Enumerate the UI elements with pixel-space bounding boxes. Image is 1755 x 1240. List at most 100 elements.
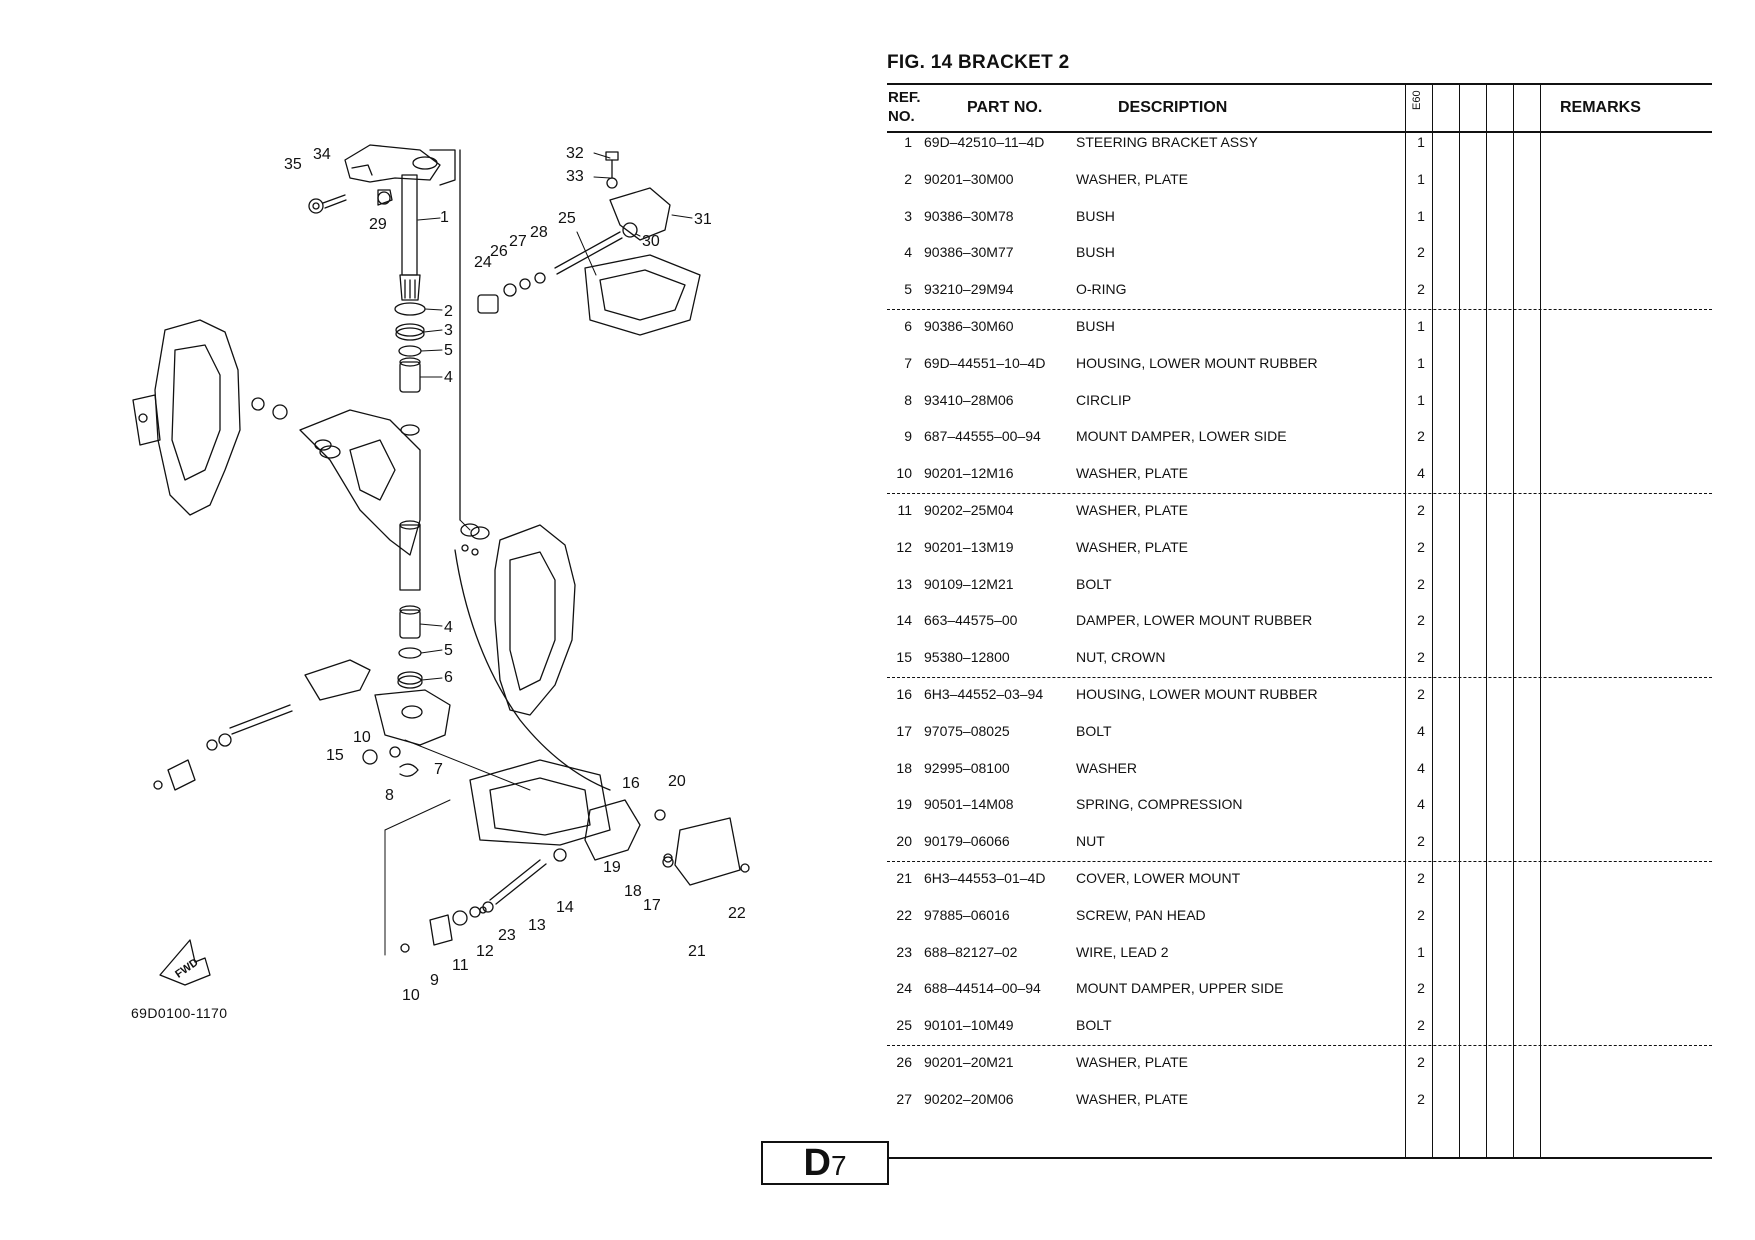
- callout-11: 11: [452, 957, 469, 974]
- callout-17: 17: [643, 897, 661, 914]
- ref-no-cell: 25: [896, 1017, 912, 1033]
- col-divider: [1486, 83, 1488, 1157]
- description-cell: CIRCLIP: [1076, 392, 1132, 408]
- quantity-cell: 2: [1417, 833, 1425, 849]
- figure-title: FIG. 14 BRACKET 2: [887, 52, 1070, 73]
- callout-5: 5: [444, 642, 453, 659]
- fwd-arrow: [159, 939, 211, 986]
- description-cell: WASHER, PLATE: [1076, 539, 1189, 555]
- callout-30: 30: [642, 233, 660, 250]
- header-part-no: PART NO.: [967, 99, 1043, 116]
- header-remarks: REMARKS: [1560, 99, 1641, 116]
- description-cell: HOUSING, LOWER MOUNT RUBBER: [1076, 355, 1318, 371]
- ref-no-cell: 9: [904, 428, 912, 444]
- part-no-cell: 663–44575–00: [924, 612, 1018, 628]
- description-cell: SPRING, COMPRESSION: [1076, 796, 1243, 812]
- ref-no-cell: 19: [896, 796, 912, 812]
- ref-no-cell: 16: [896, 686, 912, 702]
- description-cell: HOUSING, LOWER MOUNT RUBBER: [1076, 686, 1318, 702]
- quantity-cell: 2: [1417, 649, 1425, 665]
- part-no-cell: 90202–20M06: [924, 1091, 1014, 1107]
- description-cell: STEERING BRACKET ASSY: [1076, 134, 1258, 150]
- exploded-parts-diagram: 1 2 3 5 4 4 5 6 7 8 9 10 10 11 12 13 14 …: [132, 144, 750, 1004]
- callout-18: 18: [624, 883, 642, 900]
- quantity-cell: 4: [1417, 796, 1425, 812]
- callout-35: 35: [284, 156, 302, 173]
- lower-mount-housing: [153, 659, 451, 791]
- col-divider: [1432, 83, 1434, 1157]
- quantity-cell: 1: [1417, 392, 1425, 408]
- callout-16: 16: [622, 775, 640, 792]
- ref-no-cell: 22: [896, 907, 912, 923]
- callout-25: 25: [558, 210, 576, 227]
- page-letter: D: [803, 1142, 831, 1184]
- quantity-cell: 1: [1417, 171, 1425, 187]
- callout-7: 7: [434, 761, 443, 778]
- callout-31: 31: [694, 211, 712, 228]
- page-number-box: D7: [761, 1141, 889, 1185]
- group-separator: [887, 1045, 1712, 1046]
- part-no-cell: 92995–08100: [924, 760, 1010, 776]
- description-cell: SCREW, PAN HEAD: [1076, 907, 1206, 923]
- description-cell: NUT, CROWN: [1076, 649, 1166, 665]
- description-cell: BUSH: [1076, 208, 1115, 224]
- callout-22: 22: [728, 905, 746, 922]
- ref-no-cell: 13: [896, 576, 912, 592]
- swivel-bracket: [299, 409, 421, 556]
- part-no-cell: 93410–28M06: [924, 392, 1014, 408]
- ref-no-cell: 20: [896, 833, 912, 849]
- description-cell: WASHER, PLATE: [1076, 465, 1189, 481]
- callout-29: 29: [369, 216, 387, 233]
- table-bottom-rule: [887, 1157, 1712, 1159]
- quantity-cell: 2: [1417, 1054, 1425, 1070]
- group-separator: [887, 861, 1712, 862]
- callout-15: 15: [326, 747, 344, 764]
- part-no-cell: 90386–30M77: [924, 244, 1014, 260]
- header-model: E60: [1411, 90, 1423, 110]
- quantity-cell: 2: [1417, 244, 1425, 260]
- upper-mount-parts: [477, 151, 701, 336]
- quantity-cell: 1: [1417, 208, 1425, 224]
- ref-no-cell: 5: [904, 281, 912, 297]
- assembly-guide-lines: [384, 519, 531, 956]
- part-no-cell: 69D–42510–11–4D: [924, 134, 1045, 150]
- part-no-cell: 90386–30M78: [924, 208, 1014, 224]
- callout-26: 26: [490, 243, 508, 260]
- ref-no-cell: 24: [896, 980, 912, 996]
- callout-20: 20: [668, 773, 686, 790]
- callout-24: 24: [474, 254, 492, 271]
- part-no-cell: 90201–13M19: [924, 539, 1014, 555]
- quantity-cell: 4: [1417, 760, 1425, 776]
- part-no-cell: 90109–12M21: [924, 576, 1014, 592]
- callout-4: 4: [444, 619, 453, 636]
- col-divider: [1405, 83, 1407, 1157]
- quantity-cell: 4: [1417, 723, 1425, 739]
- callout-23: 23: [498, 927, 516, 944]
- description-cell: BUSH: [1076, 244, 1115, 260]
- ref-no-cell: 8: [904, 392, 912, 408]
- part-no-cell: 90101–10M49: [924, 1017, 1014, 1033]
- quantity-cell: 2: [1417, 686, 1425, 702]
- quantity-cell: 2: [1417, 281, 1425, 297]
- part-no-cell: 90202–25M04: [924, 502, 1014, 518]
- ref-no-cell: 27: [896, 1091, 912, 1107]
- description-cell: MOUNT DAMPER, LOWER SIDE: [1076, 428, 1287, 444]
- callout-19: 19: [603, 859, 621, 876]
- quantity-cell: 2: [1417, 576, 1425, 592]
- quantity-cell: 2: [1417, 428, 1425, 444]
- description-cell: O-RING: [1076, 281, 1127, 297]
- group-separator: [887, 309, 1712, 310]
- callout-27: 27: [509, 233, 527, 250]
- description-cell: WASHER, PLATE: [1076, 502, 1189, 518]
- description-cell: MOUNT DAMPER, UPPER SIDE: [1076, 980, 1284, 996]
- quantity-cell: 2: [1417, 612, 1425, 628]
- ref-no-cell: 21: [896, 870, 912, 886]
- part-no-cell: 688–44514–00–94: [924, 980, 1041, 996]
- callout-28: 28: [530, 224, 548, 241]
- callout-6: 6: [444, 669, 453, 686]
- callout-14: 14: [556, 899, 574, 916]
- fwd-label: FWD: [173, 956, 200, 980]
- callout-10: 10: [353, 729, 371, 746]
- ref-no-cell: 2: [904, 171, 912, 187]
- col-divider: [1459, 83, 1461, 1157]
